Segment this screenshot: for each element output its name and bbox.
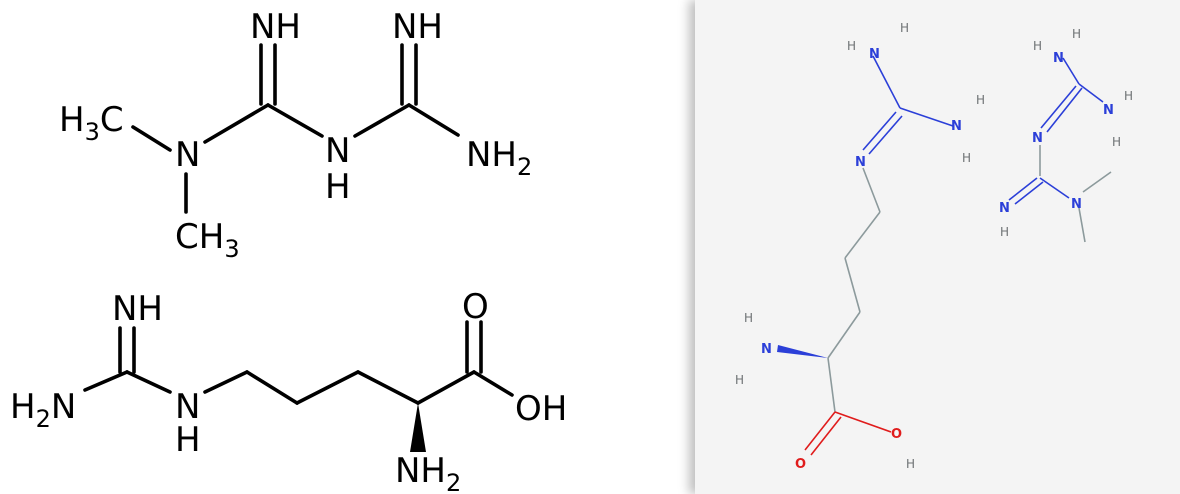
bond	[844, 211, 881, 259]
bond	[827, 311, 861, 359]
o-label: O	[795, 457, 806, 472]
model-panel: H H N H N H N H N H O O H H H	[695, 0, 1180, 494]
h-label: H	[735, 373, 744, 387]
dimethylamine-nitrogen-label: N	[175, 135, 200, 175]
imine-label-left: NH	[250, 7, 301, 47]
bond	[295, 370, 360, 405]
alpha-amine-label: NH2	[395, 451, 461, 494]
metformin-model: H H N H N H N N H N	[999, 27, 1133, 243]
metformin-structure: NH NH H3C N N H NH2 CH3	[59, 7, 532, 263]
n-label: N	[999, 201, 1010, 216]
bond	[353, 103, 411, 138]
h-label: H	[847, 39, 856, 53]
h-label: H	[900, 21, 909, 35]
h-label: H	[962, 151, 971, 165]
bond	[834, 411, 892, 433]
imine-label: NH	[112, 289, 163, 329]
bond	[1039, 177, 1070, 199]
n-label: N	[869, 47, 880, 62]
bond	[416, 370, 476, 405]
bond	[1040, 85, 1077, 129]
bond	[810, 416, 842, 456]
n-label: N	[1103, 103, 1114, 118]
bond	[1062, 57, 1080, 85]
bond	[356, 370, 420, 405]
bond	[131, 125, 172, 152]
guanidino-hydrogen-label: H	[175, 420, 201, 460]
wedge-bond	[777, 345, 828, 358]
methyl-label-lower: CH3	[175, 217, 240, 263]
bond	[868, 115, 903, 155]
h-label: H	[1112, 135, 1121, 149]
h-label: H	[1000, 225, 1009, 239]
bridge-hydrogen-label: H	[325, 167, 351, 207]
bond	[203, 370, 249, 394]
methyl-label-upper: H3C	[59, 100, 124, 146]
bond	[1078, 207, 1086, 243]
n-label: N	[761, 342, 772, 357]
skeletal-structures: NH NH H3C N N H NH2 CH3 NH H2N	[10, 7, 567, 494]
bond	[472, 370, 514, 397]
h-label: H	[1072, 27, 1081, 41]
bond	[245, 370, 299, 405]
imine-label-right: NH	[392, 7, 443, 47]
bond	[872, 55, 901, 109]
n-label: N	[855, 155, 866, 170]
guanidino-nitrogen-label: N	[175, 387, 200, 427]
hydroxyl-label: OH	[515, 389, 567, 429]
skeletal-panel: NH NH H3C N N H NH2 CH3 NH H2N	[10, 7, 568, 494]
bond	[125, 370, 172, 394]
n-label: N	[1053, 51, 1064, 66]
h-label: H	[1124, 89, 1133, 103]
n-label: N	[951, 119, 962, 134]
bridge-nitrogen-label: N	[325, 131, 350, 171]
model-structures: H H N H N H N H N H O O H H H	[735, 21, 1133, 472]
bond	[899, 107, 954, 127]
carbonyl-oxygen-label: O	[462, 287, 489, 327]
h-label: H	[976, 93, 985, 107]
o-label: O	[891, 427, 902, 442]
arginine-model: H H N H N H N H N H O O H	[735, 21, 985, 472]
n-label: N	[1071, 197, 1082, 212]
bond	[827, 357, 836, 413]
bond	[83, 370, 129, 392]
arginine-structure: NH H2N N H O OH NH2	[10, 287, 567, 494]
bond	[844, 257, 861, 313]
amine-label: NH2	[466, 135, 532, 181]
n-label: N	[1032, 131, 1043, 146]
h-label: H	[744, 311, 753, 325]
wedge-bond	[410, 403, 426, 452]
amine-label-left: H2N	[10, 387, 76, 433]
bond	[1046, 87, 1083, 133]
bond	[862, 111, 897, 151]
bond	[203, 103, 270, 144]
bond	[1082, 171, 1112, 193]
bond	[862, 167, 881, 213]
h-label: H	[1033, 39, 1042, 53]
bond	[804, 411, 836, 451]
h-label: H	[906, 457, 915, 471]
bond	[1008, 177, 1038, 201]
bond	[407, 103, 460, 137]
bond	[266, 103, 324, 138]
bond	[1014, 181, 1044, 205]
bond	[1078, 83, 1104, 103]
